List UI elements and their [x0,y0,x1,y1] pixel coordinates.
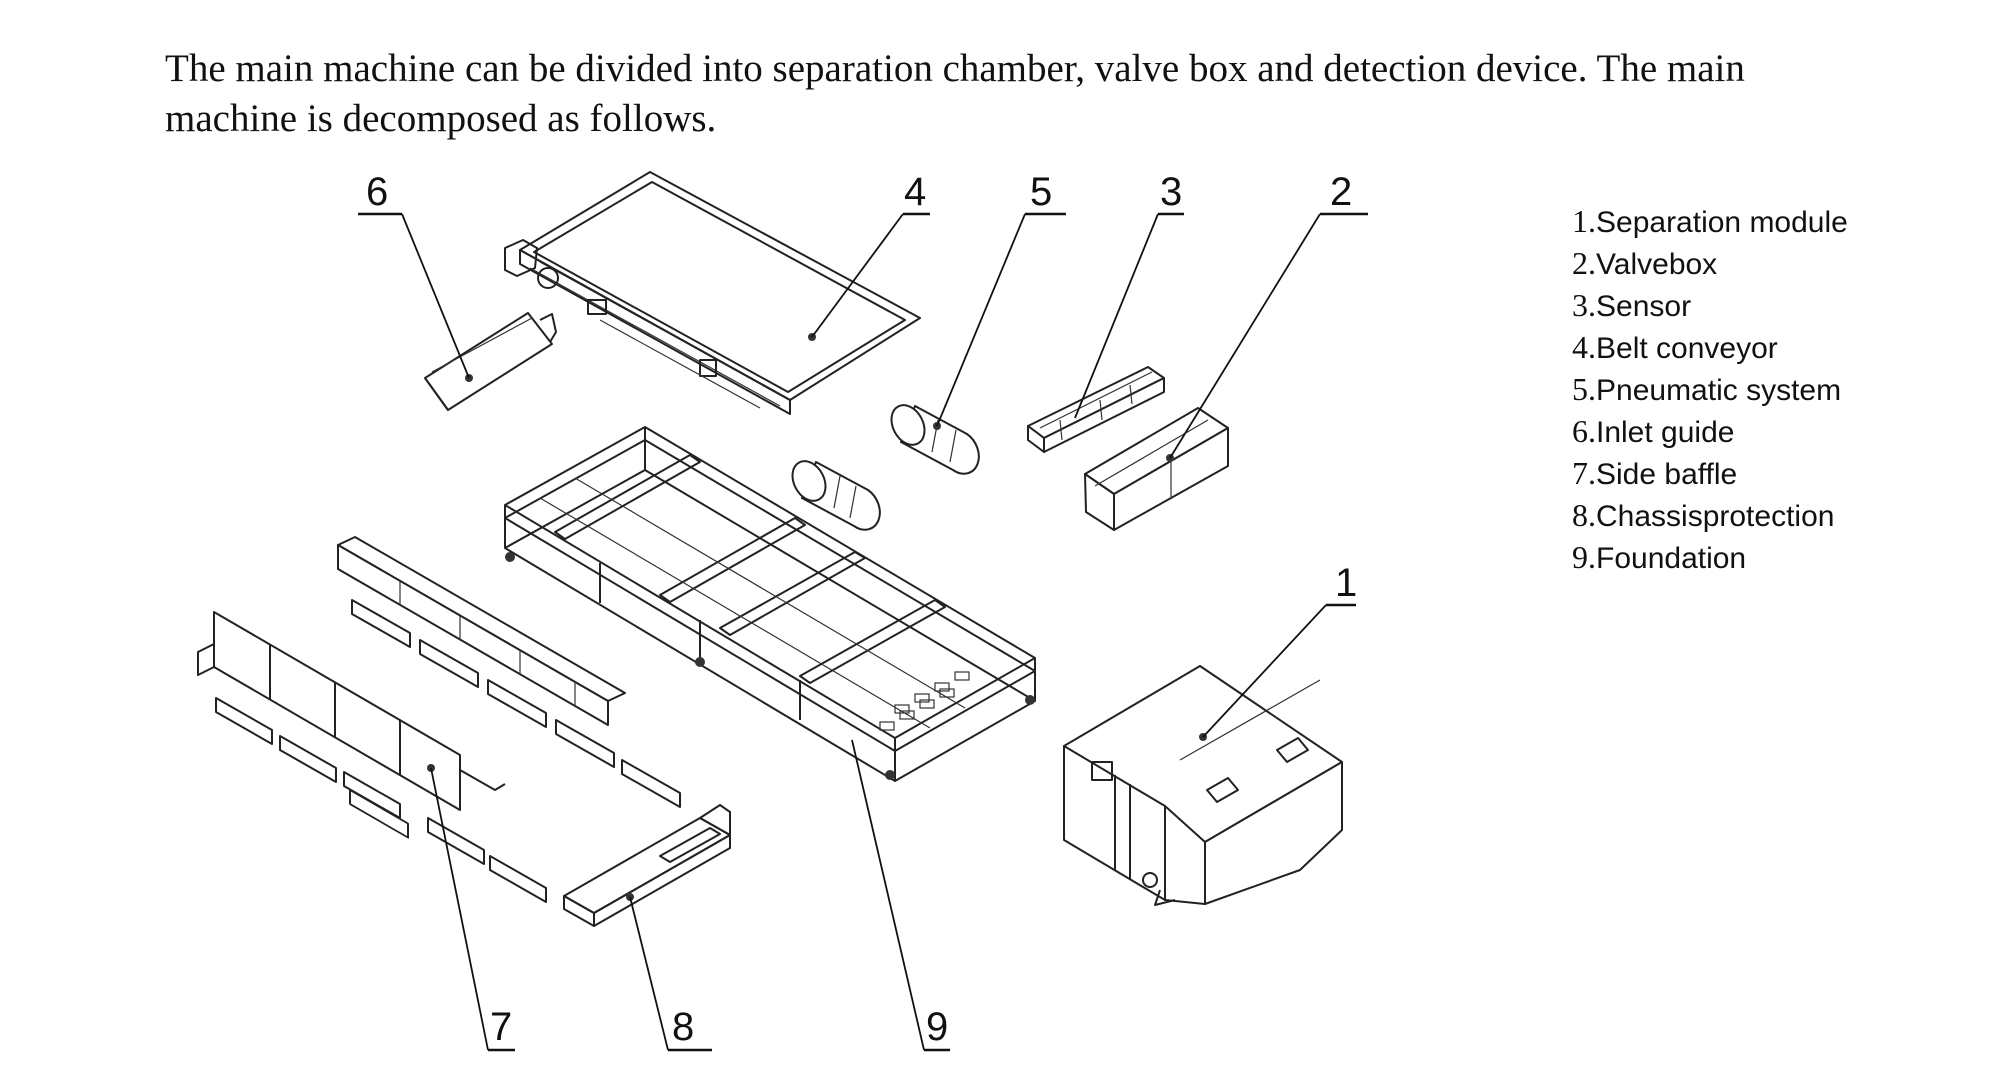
legend-number: 1. [1572,203,1596,239]
callout-1: 1 [1335,561,1357,605]
legend-label: Chassisprotection [1596,500,1835,533]
legend-item: 3.Sensor [1572,284,1848,326]
parts-legend: 1.Separation module 2.Valvebox 3.Sensor … [1572,200,1848,578]
legend-item: 8.Chassisprotection [1572,494,1848,536]
legend-label: Foundation [1596,542,1747,575]
side-baffle-drawing [197,611,547,903]
legend-number: 5. [1572,371,1596,407]
callout-7: 7 [490,1005,512,1049]
callout-2: 2 [1330,170,1352,214]
legend-label: Side baffle [1596,458,1738,491]
legend-number: 8. [1572,497,1596,533]
legend-item: 6.Inlet guide [1572,410,1848,452]
separation-module-drawing [1063,665,1343,906]
foundation-drawing [504,426,1036,782]
valvebox-drawing [1084,407,1229,531]
belt-conveyor-drawing [504,171,921,415]
legend-number: 9. [1572,539,1596,575]
callout-3: 3 [1160,170,1182,214]
callout-4: 4 [904,170,926,214]
legend-label: Separation module [1596,206,1848,239]
legend-item: 1.Separation module [1572,200,1848,242]
chassis-protection-drawing [563,804,731,927]
pneumatic-system-drawing [791,404,980,531]
callout-5: 5 [1030,170,1052,214]
legend-label: Sensor [1596,290,1692,323]
legend-number: 4. [1572,329,1596,365]
legend-number: 6. [1572,413,1596,449]
intro-paragraph: The main machine can be divided into sep… [165,47,1745,140]
legend-item: 9.Foundation [1572,536,1848,578]
legend-label: Belt conveyor [1596,332,1778,365]
legend-number: 2. [1572,245,1596,281]
sensor-drawing [1027,366,1165,453]
inlet-guide-drawing [424,312,557,411]
legend-item: 2.Valvebox [1572,242,1848,284]
callout-8: 8 [672,1005,694,1049]
legend-label: Valvebox [1596,248,1718,281]
legend-number: 3. [1572,287,1596,323]
legend-label: Pneumatic system [1596,374,1842,407]
legend-label: Inlet guide [1596,416,1735,449]
callout-6: 6 [366,170,388,214]
legend-item: 4.Belt conveyor [1572,326,1848,368]
side-baffle-upper-drawing [337,536,681,839]
callout-9: 9 [926,1005,948,1049]
legend-item: 5.Pneumatic system [1572,368,1848,410]
legend-number: 7. [1572,455,1596,491]
legend-item: 7.Side baffle [1572,452,1848,494]
